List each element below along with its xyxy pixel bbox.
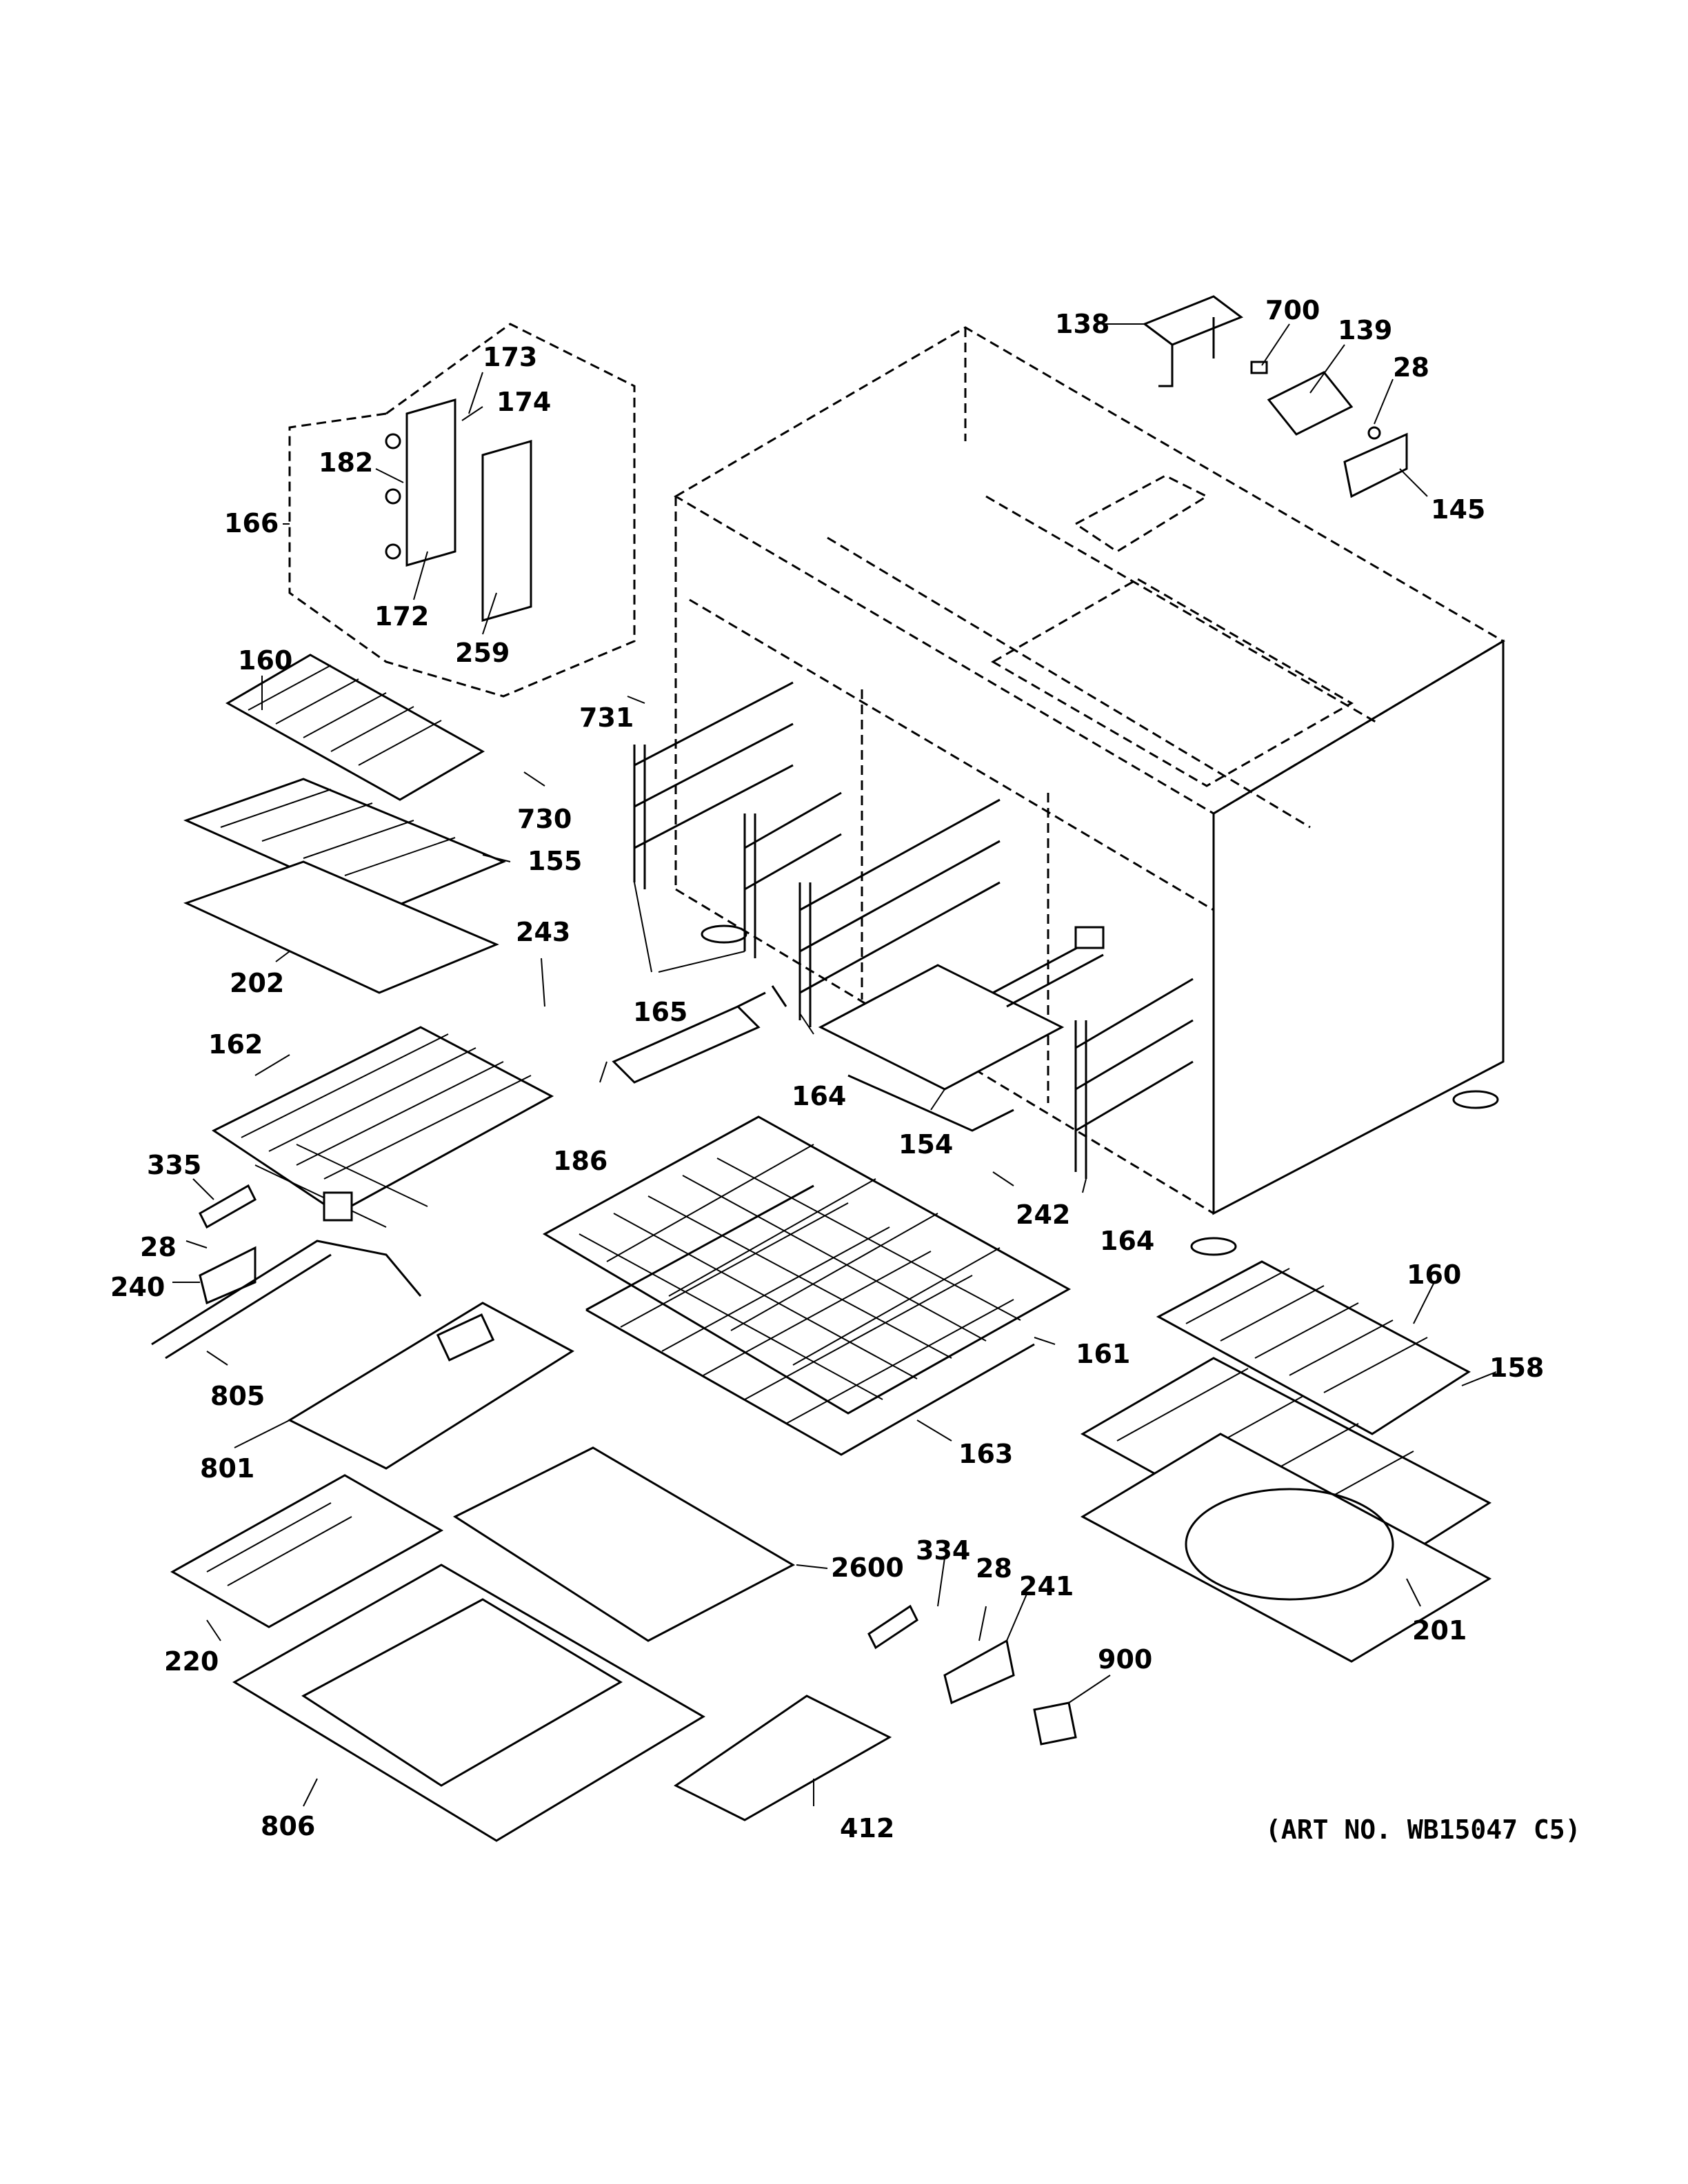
label-730: 730 — [517, 804, 572, 834]
label-240: 240 — [110, 1272, 165, 1302]
grill-parts-right — [1080, 1260, 1492, 1663]
label-334: 334 — [916, 1535, 970, 1566]
label-165: 165 — [633, 997, 687, 1027]
label-158: 158 — [1489, 1353, 1544, 1383]
label-242: 242 — [1016, 1200, 1070, 1230]
label-164: 164 — [792, 1081, 846, 1111]
oven-cabinet — [674, 326, 1505, 1256]
oven-panels — [170, 1446, 796, 1842]
oven-rack-163 — [585, 1184, 1035, 1456]
part-labels: 138 700 139 28 145 173 174 182 166 172 2… — [110, 295, 1544, 1843]
part-186 — [612, 985, 787, 1084]
label-160: 160 — [1407, 1260, 1461, 1290]
top-right-parts — [1142, 295, 1408, 498]
grill-parts-left — [183, 654, 506, 994]
label-28: 28 — [976, 1553, 1012, 1584]
label-220: 220 — [164, 1646, 219, 1677]
art-number: (ART NO. WB15047 C5) — [1265, 1814, 1581, 1845]
label-412: 412 — [840, 1813, 894, 1843]
label-173: 173 — [483, 342, 537, 372]
label-201: 201 — [1412, 1615, 1467, 1646]
label-202: 202 — [230, 968, 284, 998]
label-805: 805 — [210, 1381, 265, 1411]
label-186: 186 — [553, 1146, 607, 1176]
leader-lines — [172, 323, 1497, 1807]
label-138: 138 — [1055, 309, 1109, 339]
label-155: 155 — [528, 846, 582, 876]
rack-162 — [212, 1026, 554, 1228]
label-259: 259 — [455, 638, 510, 668]
label-164: 164 — [1100, 1226, 1154, 1256]
label-700: 700 — [1265, 295, 1320, 325]
label-241: 241 — [1019, 1571, 1074, 1601]
rack-supports — [633, 681, 1194, 1179]
label-174: 174 — [496, 387, 551, 417]
lower-right-parts — [674, 1604, 1077, 1821]
label-900: 900 — [1098, 1644, 1152, 1675]
label-166: 166 — [224, 508, 279, 538]
label-2600: 2600 — [831, 1553, 904, 1583]
label-163: 163 — [958, 1439, 1013, 1469]
label-162: 162 — [208, 1029, 263, 1060]
part-kit-166 — [288, 323, 636, 698]
label-731: 731 — [579, 702, 634, 733]
label-28: 28 — [1393, 352, 1429, 383]
label-28: 28 — [140, 1232, 177, 1262]
label-139: 139 — [1338, 315, 1392, 345]
label-145: 145 — [1431, 494, 1485, 525]
broiler-part-154 — [818, 926, 1105, 1132]
label-172: 172 — [374, 601, 429, 631]
lower-left-parts — [151, 1184, 574, 1470]
label-160: 160 — [238, 645, 292, 676]
label-161: 161 — [1076, 1339, 1130, 1369]
label-243: 243 — [516, 917, 570, 947]
label-801: 801 — [200, 1453, 254, 1484]
oven-rack-161 — [542, 1115, 1072, 1415]
label-154: 154 — [898, 1129, 953, 1160]
label-335: 335 — [147, 1150, 201, 1180]
label-182: 182 — [319, 447, 373, 478]
label-806: 806 — [261, 1811, 315, 1841]
